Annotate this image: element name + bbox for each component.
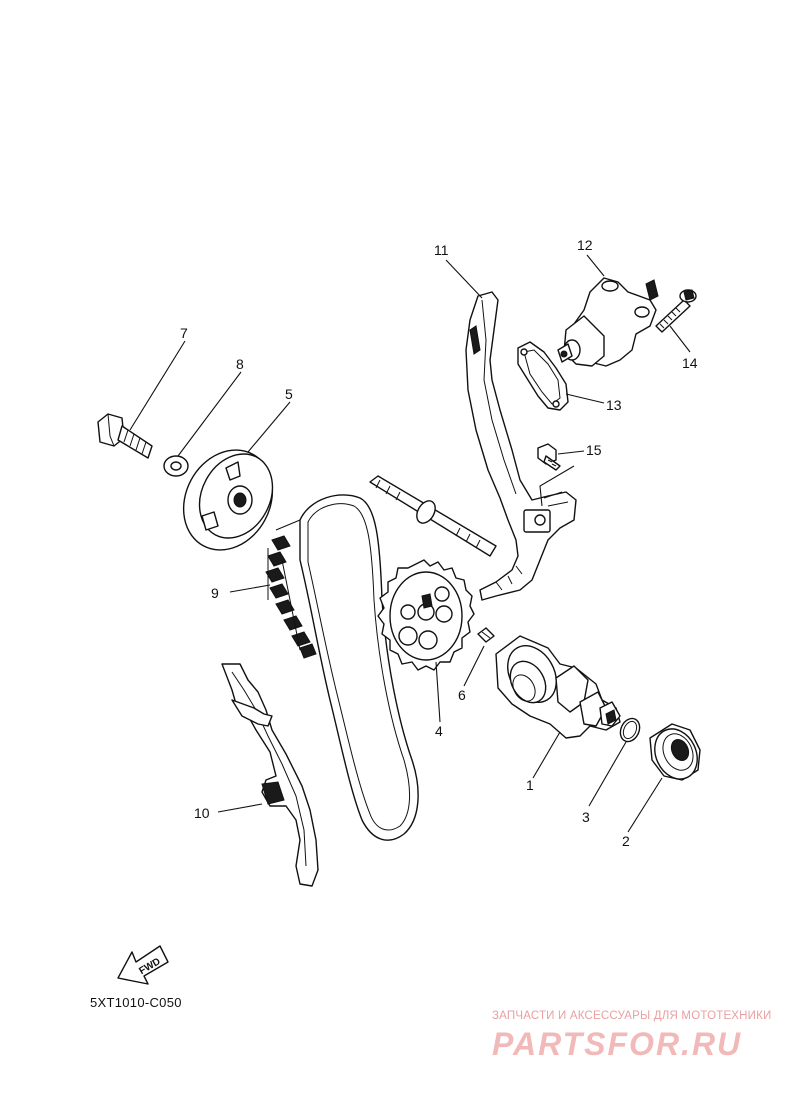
fwd-arrow-icon: FWD xyxy=(117,945,169,985)
bearing xyxy=(649,723,701,781)
watermark-tagline: ЗАПЧАСТИ И АКСЕССУАРЫ ДЛЯ МОТОТЕХНИКИ xyxy=(492,1010,772,1022)
chain-guide-lower xyxy=(221,663,319,887)
callout-6: 6 xyxy=(458,687,466,703)
callout-9: 9 xyxy=(211,585,219,601)
callout-11: 11 xyxy=(434,242,449,258)
callout-13: 13 xyxy=(606,397,622,413)
callout-1: 1 xyxy=(526,777,534,793)
leader-lines xyxy=(129,254,691,833)
guide-bolt xyxy=(537,443,561,471)
callout-numbers: 1 2 3 4 5 6 7 8 9 10 11 12 13 14 15 xyxy=(180,237,698,849)
diagram-code: 5XT1010-C050 xyxy=(90,995,182,1010)
callout-2: 2 xyxy=(622,833,630,849)
washer xyxy=(163,455,189,477)
callout-14: 14 xyxy=(682,355,698,371)
dowel-pin xyxy=(477,627,495,643)
chain-tensioner xyxy=(557,277,659,367)
callout-3: 3 xyxy=(582,809,590,825)
circlip xyxy=(619,717,641,743)
callout-15: 15 xyxy=(586,442,602,458)
sprocket-bolt xyxy=(97,413,153,459)
callout-7: 7 xyxy=(180,325,188,341)
chain-guide-upper xyxy=(465,291,577,601)
tensioner-gasket xyxy=(517,341,569,411)
callout-5: 5 xyxy=(285,386,293,402)
sprocket-plate xyxy=(182,449,274,551)
watermark-logo: PARTSFOR.RU xyxy=(492,1026,743,1062)
callout-10: 10 xyxy=(194,805,210,821)
callout-4: 4 xyxy=(435,723,443,739)
callout-12: 12 xyxy=(577,237,593,253)
cam-sprocket xyxy=(377,559,475,671)
shaft xyxy=(369,475,497,557)
callout-8: 8 xyxy=(236,356,244,372)
tensioner-bolt xyxy=(655,289,697,333)
camshaft xyxy=(495,635,621,739)
cam-chain xyxy=(265,494,419,841)
